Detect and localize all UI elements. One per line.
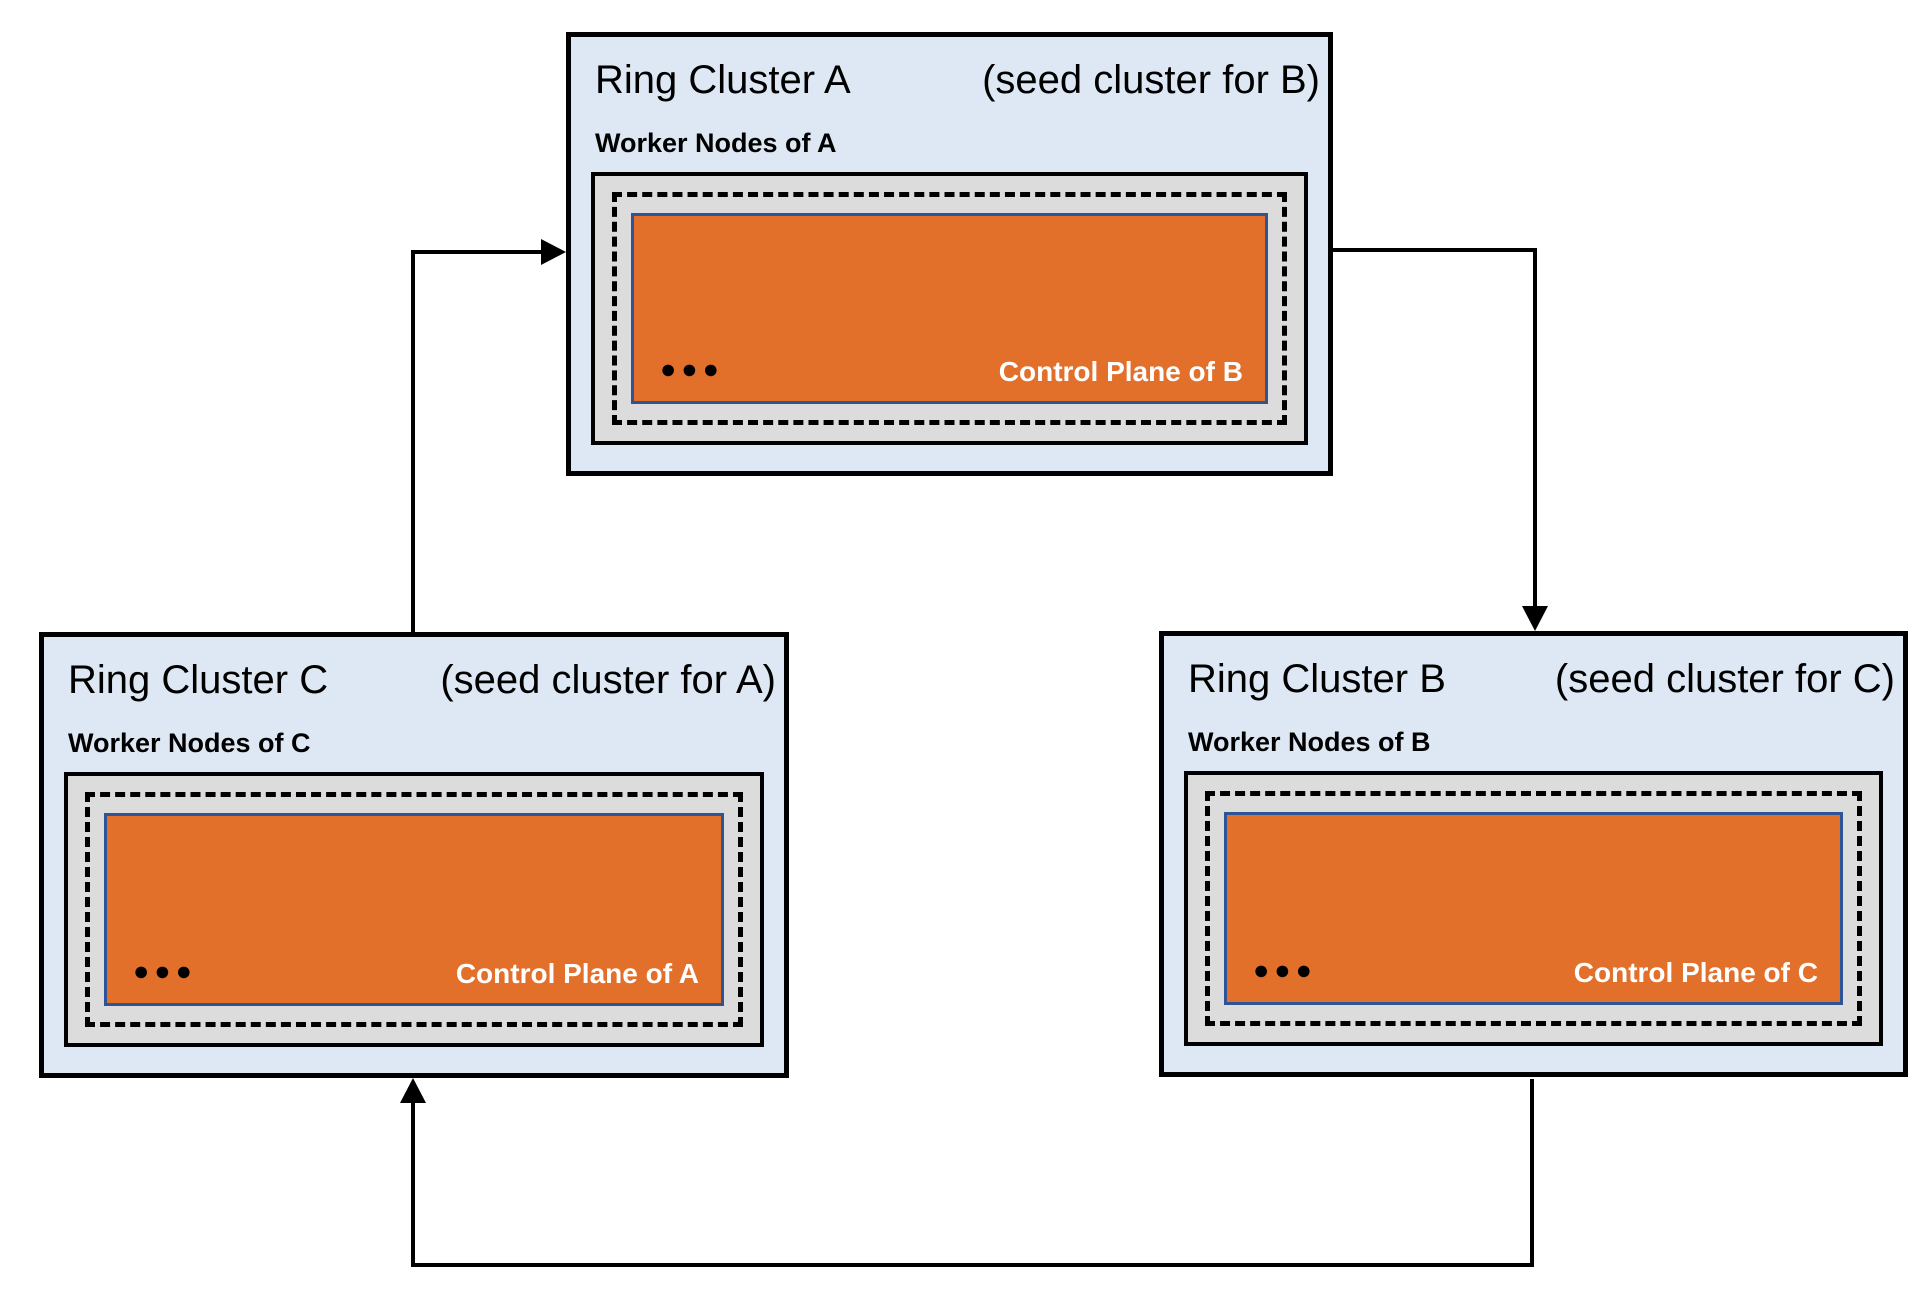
cluster-b-title: Ring Cluster B: [1188, 657, 1446, 701]
cluster-c-control-plane-label: Control Plane of A: [455, 958, 699, 990]
cluster-a-seed-note: (seed cluster for B): [982, 58, 1320, 102]
ring-cluster-c: Ring Cluster C (seed cluster for A) Work…: [39, 632, 789, 1078]
cluster-a-control-plane-label: Control Plane of B: [998, 356, 1243, 388]
arrow-c-to-a-head: [541, 239, 566, 265]
cluster-b-worker-label: Worker Nodes of B: [1188, 727, 1431, 757]
arrow-b-to-c-head: [400, 1078, 426, 1103]
cluster-a-hosted-control-plane: ●●● Control Plane of B: [631, 212, 1268, 404]
ellipsis-dots-icon: ●●●: [1253, 955, 1317, 985]
cluster-b-seed-note: (seed cluster for C): [1554, 657, 1895, 701]
cluster-c-worker-box: ●●● Control Plane of A: [64, 771, 764, 1047]
arrow-c-to-a-line: [411, 250, 543, 634]
ellipsis-dots-icon: ●●●: [133, 956, 197, 986]
cluster-c-hosted-control-plane: ●●● Control Plane of A: [104, 812, 724, 1006]
arrow-a-to-b-line: [1333, 248, 1537, 608]
ring-cluster-b: Ring Cluster B (seed cluster for C) Work…: [1159, 631, 1908, 1077]
cluster-a-title: Ring Cluster A: [595, 58, 851, 102]
cluster-b-dashed-zone: ●●● Control Plane of C: [1205, 790, 1862, 1026]
cluster-c-title: Ring Cluster C: [68, 658, 329, 702]
cluster-c-dashed-zone: ●●● Control Plane of A: [85, 791, 743, 1027]
cluster-b-hosted-control-plane: ●●● Control Plane of C: [1224, 811, 1843, 1005]
cluster-b-worker-box: ●●● Control Plane of C: [1184, 770, 1883, 1046]
cluster-c-worker-label: Worker Nodes of C: [68, 728, 311, 758]
ring-cluster-a: Ring Cluster A (seed cluster for B) Work…: [566, 32, 1333, 476]
arrow-b-to-c-line: [411, 1079, 1534, 1267]
cluster-b-control-plane-label: Control Plane of C: [1573, 957, 1818, 989]
arrow-a-to-b-head: [1522, 606, 1548, 631]
cluster-a-header: Ring Cluster A (seed cluster for B): [571, 37, 1328, 103]
cluster-a-worker-box: ●●● Control Plane of B: [591, 171, 1308, 445]
cluster-c-seed-note: (seed cluster for A): [440, 658, 776, 702]
cluster-b-header: Ring Cluster B (seed cluster for C): [1164, 636, 1903, 702]
cluster-c-header: Ring Cluster C (seed cluster for A): [44, 637, 784, 703]
cluster-a-worker-label: Worker Nodes of A: [595, 128, 837, 158]
cluster-a-dashed-zone: ●●● Control Plane of B: [612, 191, 1287, 425]
ellipsis-dots-icon: ●●●: [660, 354, 724, 384]
